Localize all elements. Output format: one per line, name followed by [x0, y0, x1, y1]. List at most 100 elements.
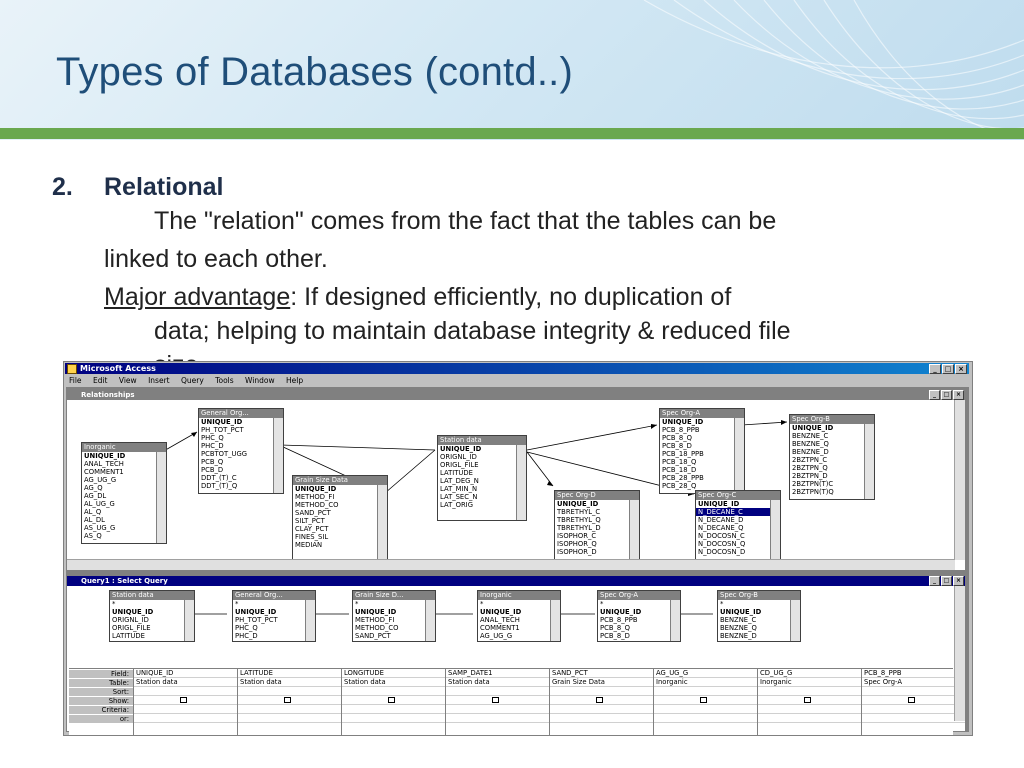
field-item[interactable]: AL_DL — [84, 516, 105, 524]
field-item[interactable]: TBRETHYL_D — [557, 524, 601, 532]
field-item[interactable]: UNIQUE_ID — [720, 608, 762, 616]
field-item[interactable]: AG_DL — [84, 492, 107, 500]
field-item[interactable]: DDT_(T)_Q — [201, 482, 238, 490]
grid-cell[interactable]: Inorganic — [654, 678, 757, 687]
minimize-button[interactable]: _ — [929, 364, 941, 374]
table-header[interactable]: General Org... — [199, 409, 283, 418]
show-checkbox[interactable] — [596, 697, 603, 703]
field-item[interactable]: UNIQUE_ID — [295, 485, 337, 493]
grid-cell[interactable]: UNIQUE_ID — [134, 669, 237, 678]
field-item[interactable]: UNIQUE_ID — [792, 424, 834, 432]
field-item[interactable]: PCB_18_PPB — [662, 450, 704, 458]
grid-cell[interactable]: Station data — [446, 678, 549, 687]
show-checkbox[interactable] — [804, 697, 811, 703]
table-scrollbar[interactable] — [516, 445, 526, 520]
field-item[interactable]: PHC_Q — [235, 624, 258, 632]
field-item[interactable]: METHOD_FI — [355, 616, 395, 624]
grid-cell[interactable] — [862, 687, 965, 696]
table-scrollbar[interactable] — [629, 500, 639, 567]
field-item[interactable]: CLAY_PCT — [295, 525, 329, 533]
field-item[interactable]: PHC_Q — [201, 434, 224, 442]
grid-cell[interactable] — [758, 687, 861, 696]
grid-cell-show[interactable] — [342, 696, 445, 705]
field-item[interactable]: AS_Q — [84, 532, 102, 540]
menu-edit[interactable]: Edit — [92, 376, 108, 385]
query-maximize-button[interactable]: □ — [941, 576, 952, 586]
field-item[interactable]: DDT_(T)_C — [201, 474, 237, 482]
table-header[interactable]: Spec Org-B — [790, 415, 874, 424]
grid-cell[interactable]: SAND_PCT — [550, 669, 653, 678]
table-header[interactable]: Spec Org-D — [555, 491, 639, 500]
grid-cell[interactable] — [654, 714, 757, 723]
grid-cell[interactable]: Spec Org-A — [862, 678, 965, 687]
table-scrollbar[interactable] — [156, 452, 166, 543]
field-item[interactable]: * — [480, 600, 484, 608]
close-button[interactable]: × — [955, 364, 967, 374]
field-item[interactable]: PCB_8_PPB — [662, 426, 700, 434]
grid-cell-show[interactable] — [550, 696, 653, 705]
field-item[interactable]: 2BZTPN_D — [792, 472, 828, 480]
grid-cell[interactable] — [342, 714, 445, 723]
table-header[interactable]: Inorganic — [82, 443, 166, 452]
field-item[interactable]: AL_Q — [84, 508, 102, 516]
field-item[interactable]: ANAL_TECH — [480, 616, 520, 624]
grid-cell[interactable]: Grain Size Data — [550, 678, 653, 687]
grid-cell[interactable] — [446, 705, 549, 714]
field-item[interactable]: AG_Q — [84, 484, 103, 492]
grid-cell[interactable] — [446, 714, 549, 723]
grid-cell[interactable]: LONGITUDE — [342, 669, 445, 678]
grid-cell[interactable]: Inorganic — [758, 678, 861, 687]
menu-file[interactable]: File — [69, 376, 82, 385]
menu-query[interactable]: Query — [180, 376, 204, 385]
field-item[interactable]: UNIQUE_ID — [440, 445, 482, 453]
query-minimize-button[interactable]: _ — [929, 576, 940, 586]
field-item[interactable]: UNIQUE_ID — [235, 608, 277, 616]
table-scrollbar[interactable] — [377, 485, 387, 568]
field-item[interactable]: N_DECANE_D — [698, 516, 744, 524]
field-item[interactable]: UNIQUE_ID — [355, 608, 397, 616]
field-item[interactable]: AL_UG_G — [84, 500, 115, 508]
field-item[interactable]: PCB_8_Q — [600, 624, 630, 632]
field-item[interactable]: ANAL_TECH — [84, 460, 124, 468]
rel-maximize-button[interactable]: □ — [941, 390, 952, 400]
grid-cell-show[interactable] — [446, 696, 549, 705]
table-scrollbar[interactable] — [734, 418, 744, 493]
field-item[interactable]: LATITUDE — [440, 469, 473, 477]
grid-cell-show[interactable] — [862, 696, 965, 705]
table-scrollbar[interactable] — [425, 600, 435, 641]
table-scrollbar[interactable] — [670, 600, 680, 641]
field-item[interactable]: * — [720, 600, 724, 608]
query-close-button[interactable]: × — [953, 576, 964, 586]
grid-cell[interactable]: CD_UG_G — [758, 669, 861, 678]
field-item[interactable]: PCB_18_Q — [662, 458, 697, 466]
field-item[interactable]: AG_UG_G — [84, 476, 117, 484]
table-header[interactable]: Grain Size Data — [293, 476, 387, 485]
field-item[interactable]: UNIQUE_ID — [600, 608, 642, 616]
menu-tools[interactable]: Tools — [215, 376, 234, 385]
field-item[interactable]: METHOD_CO — [355, 624, 399, 632]
field-item[interactable]: PHC_D — [201, 442, 224, 450]
grid-cell[interactable] — [134, 687, 237, 696]
grid-cell[interactable]: AG_UG_G — [654, 669, 757, 678]
field-item[interactable]: LAT_MIN_N — [440, 485, 478, 493]
field-item[interactable]: PCB_8_D — [600, 632, 630, 640]
field-item[interactable]: PCB_8_Q — [662, 434, 692, 442]
grid-cell[interactable] — [758, 714, 861, 723]
grid-cell[interactable] — [654, 687, 757, 696]
table-header[interactable]: Spec Org-B — [718, 591, 800, 600]
field-item[interactable]: N_DOCOSN_D — [698, 548, 746, 556]
maximize-button[interactable]: □ — [942, 364, 954, 374]
field-item[interactable]: UNIQUE_ID — [662, 418, 704, 426]
field-item[interactable]: N_DOCOSN_C — [698, 532, 745, 540]
field-item[interactable]: COMMENT1 — [480, 624, 520, 632]
